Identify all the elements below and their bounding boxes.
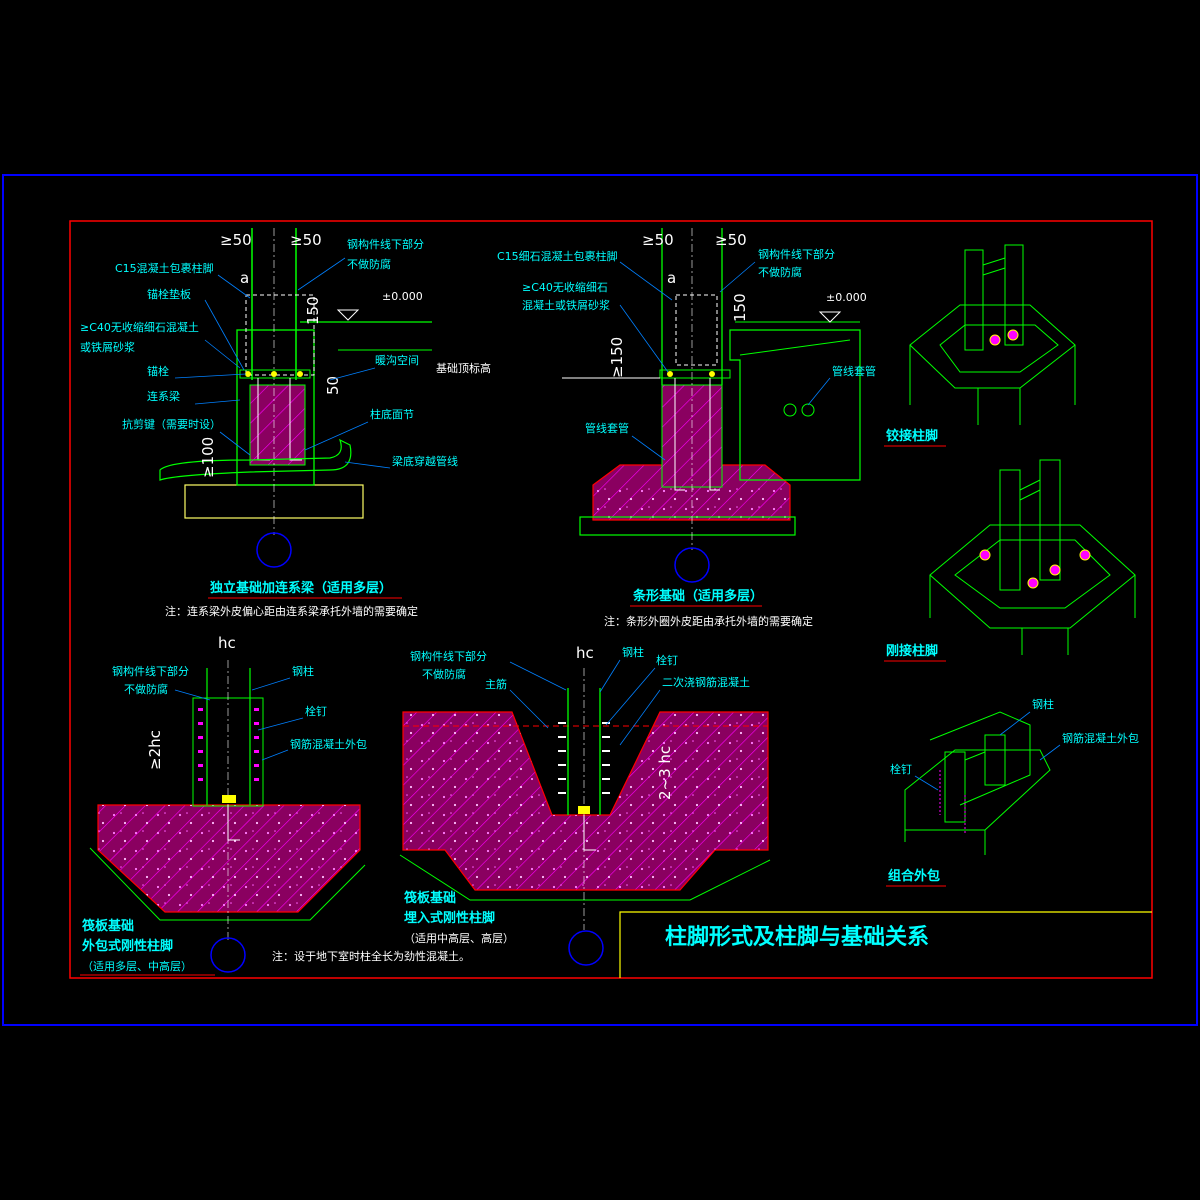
- d4-dim-hc: hc: [576, 644, 594, 662]
- d1-label-grout1: ≥C40无收缩细石混凝土: [80, 320, 199, 334]
- d3-label-steel-column: 钢柱: [292, 664, 314, 678]
- iso-composite: [904, 711, 1051, 855]
- d1-dim-50: 50: [324, 376, 342, 395]
- d1-dim-100: ≥100: [199, 437, 217, 478]
- d1-label-grout2: 或铁屑砂浆: [80, 340, 135, 354]
- d4-label-second-pour: 二次浇钢筋混凝土: [662, 675, 750, 689]
- d1-leaders: [174, 257, 391, 469]
- d4-dim-depth: 2~3 hc: [656, 746, 674, 800]
- d1-note: 注：连系梁外皮偏心距由连系梁承托外墙的需要确定: [165, 604, 418, 618]
- d2-label-sleeve-right: 管线套管: [832, 364, 876, 378]
- d3-label-stud: 栓钉: [305, 704, 327, 718]
- d3-title2: 外包式刚性柱脚: [81, 938, 173, 954]
- iso-rigid-title: 刚接柱脚: [886, 643, 938, 659]
- iso-encasement: 钢筋混凝土外包: [1062, 731, 1139, 745]
- d2-label-grout2: 混凝土或铁屑砂浆: [522, 298, 610, 312]
- d2-dim-150b: ≥150: [608, 337, 626, 378]
- d2-label-grout1: ≥C40无收缩细石: [522, 280, 608, 294]
- d1-label-shear-key: 抗剪键（需要时设）: [122, 417, 221, 431]
- d2-dim-left: ≥50: [642, 231, 674, 249]
- d3-leaders: [174, 677, 304, 761]
- d3-title3: （适用多层、中高层）: [82, 959, 192, 973]
- d1-dim-right: ≥50: [290, 231, 322, 249]
- d3-dim-2hc: ≥2hc: [146, 730, 164, 770]
- detail-isolated-foundation: [159, 228, 432, 568]
- iso-composite-title: 组合外包: [888, 868, 940, 884]
- d1-label-c15: C15混凝土包裹柱脚: [115, 261, 214, 275]
- d1-dim-a: a: [240, 269, 249, 287]
- iso-pinned-title: 铰接柱脚: [886, 428, 938, 444]
- iso-leaders: [914, 711, 1061, 791]
- d3-dim-hc: hc: [218, 634, 236, 652]
- d3-label-nc2: 不做防腐: [124, 682, 168, 696]
- d4-label-steel-column: 钢柱: [622, 645, 644, 659]
- d2-title: 条形基础（适用多层）: [633, 588, 763, 604]
- d4-title1: 筏板基础: [404, 890, 456, 906]
- d1-label-anchor: 锚栓: [147, 364, 169, 378]
- d2-label-nc1: 钢构件线下部分: [758, 247, 835, 261]
- d1-label-trench: 暖沟空间: [375, 353, 419, 367]
- d1-label-anchor-plate: 锚栓垫板: [147, 287, 191, 301]
- d1-label-pipe: 梁底穿越管线: [392, 454, 458, 468]
- d1-label-nc1: 钢构件线下部分: [347, 237, 424, 251]
- d1-label-nc2: 不做防腐: [347, 257, 391, 271]
- d2-dim-a: a: [667, 269, 676, 287]
- d4-label-main-bar: 主筋: [485, 677, 507, 691]
- title-block-frame: [619, 911, 1152, 978]
- d1-label-column-base: 柱底面节: [370, 407, 414, 421]
- d4-label-nc1: 钢构件线下部分: [410, 649, 487, 663]
- d2-dim-150: 150: [731, 293, 749, 322]
- d2-dim-right: ≥50: [715, 231, 747, 249]
- d4-label-stud: 栓钉: [656, 653, 678, 667]
- d3-note: 注：设于地下室时柱全长为劲性混凝土。: [272, 949, 470, 963]
- iso-pinned: [909, 244, 1076, 425]
- d4-label-nc2: 不做防腐: [422, 667, 466, 681]
- drawing-title: 柱脚形式及柱脚与基础关系: [665, 925, 929, 950]
- detail-strip-foundation: [562, 228, 861, 583]
- d1-title: 独立基础加连系梁（适用多层）: [210, 580, 392, 596]
- d1-label-tie-beam: 连系梁: [147, 389, 180, 403]
- d1-elevation: ±0.000: [382, 290, 423, 303]
- detail-raft-embedded: [399, 668, 771, 966]
- d2-label-nc2: 不做防腐: [758, 265, 802, 279]
- d4-leaders: [509, 659, 661, 746]
- d2-leaders: [619, 261, 831, 461]
- d2-label-sleeve-left: 管线套管: [585, 421, 629, 435]
- d3-title1: 筏板基础: [82, 918, 134, 934]
- d4-title2: 埋入式刚性柱脚: [404, 910, 495, 926]
- d3-label-nc1: 钢构件线下部分: [112, 664, 189, 678]
- d4-title3: （适用中高层、高层）: [404, 931, 514, 945]
- d1-label-fdn-top: 基础顶标高: [436, 361, 491, 375]
- d2-elevation: ±0.000: [826, 291, 867, 304]
- iso-rigid: [929, 459, 1136, 655]
- iso-stud: 栓钉: [890, 762, 912, 776]
- d1-dim-left: ≥50: [220, 231, 252, 249]
- iso-steel-column: 钢柱: [1032, 697, 1054, 711]
- d3-label-encasement: 钢筋混凝土外包: [290, 737, 367, 751]
- inner-frame: [69, 220, 1153, 979]
- d2-note: 注：条形外圈外皮距由承托外墙的需要确定: [604, 614, 813, 628]
- outer-frame: [2, 174, 1198, 1026]
- detail-raft-encased: [89, 660, 366, 973]
- d1-dim-150: 150: [304, 296, 322, 325]
- d2-label-c15: C15细石混凝土包裹柱脚: [497, 249, 618, 263]
